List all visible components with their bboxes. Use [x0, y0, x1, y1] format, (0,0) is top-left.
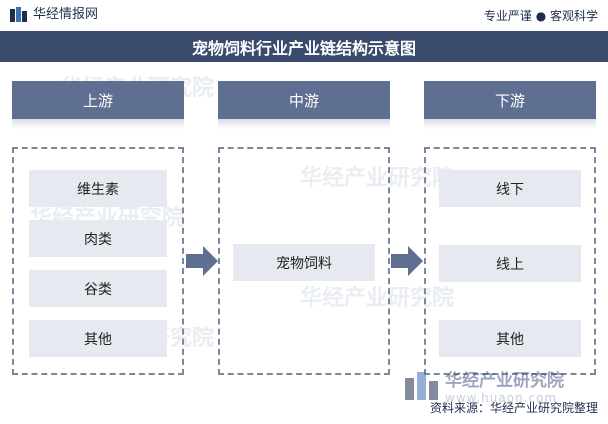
watermark: 华经产业研究院: [300, 286, 455, 311]
upstream-item: 其他: [29, 320, 167, 357]
arrow-right-icon: [391, 246, 423, 276]
downstream-item: 线下: [439, 170, 581, 207]
upstream-item: 维生素: [29, 170, 167, 207]
upstream-item: 谷类: [29, 270, 167, 307]
midstream-box: 宠物饲料: [218, 147, 390, 375]
source-note: 资料来源：华经产业研究院整理: [429, 401, 598, 415]
watermark-name: 华经产业研究院: [445, 371, 564, 391]
stage-header-downstream: 下游: [424, 81, 596, 129]
upstream-item: 肉类: [29, 220, 167, 257]
title-band: 宠物饲料行业产业链结构示意图: [0, 31, 608, 62]
arrow-right-icon: [186, 246, 218, 276]
watermark-logo: 华经产业研究院 www.huaon.com: [405, 366, 564, 405]
watermark-text: 华经产业研究院 www.huaon.com: [445, 366, 564, 405]
brand-name: 华经情报网: [33, 7, 99, 22]
stage-header-midstream: 中游: [218, 81, 390, 129]
watermark: 华经产业研究院: [300, 166, 455, 191]
midstream-item: 宠物饲料: [233, 244, 375, 281]
stage-label: 下游: [494, 91, 525, 110]
diagram-title: 宠物饲料行业产业链结构示意图: [191, 38, 416, 58]
stage-label: 上游: [82, 91, 113, 110]
stage-label: 中游: [288, 91, 319, 110]
downstream-item: 线上: [439, 245, 581, 282]
downstream-box: 线下 线上 其他: [424, 147, 596, 375]
watermark-logo-icon: [405, 371, 438, 400]
stage-header-upstream: 上游: [12, 81, 184, 129]
brand: 华经情报网: [10, 6, 98, 24]
watermark-url: www.huaon.com: [445, 391, 558, 405]
upstream-box: 维生素 肉类 谷类 其他: [12, 147, 184, 375]
brand-logo-icon: [10, 7, 27, 22]
slogan: 专业严谨 ● 客观科学: [483, 9, 598, 23]
downstream-item: 其他: [439, 320, 581, 357]
top-bar: 华经情报网 专业严谨 ● 客观科学: [0, 0, 608, 31]
